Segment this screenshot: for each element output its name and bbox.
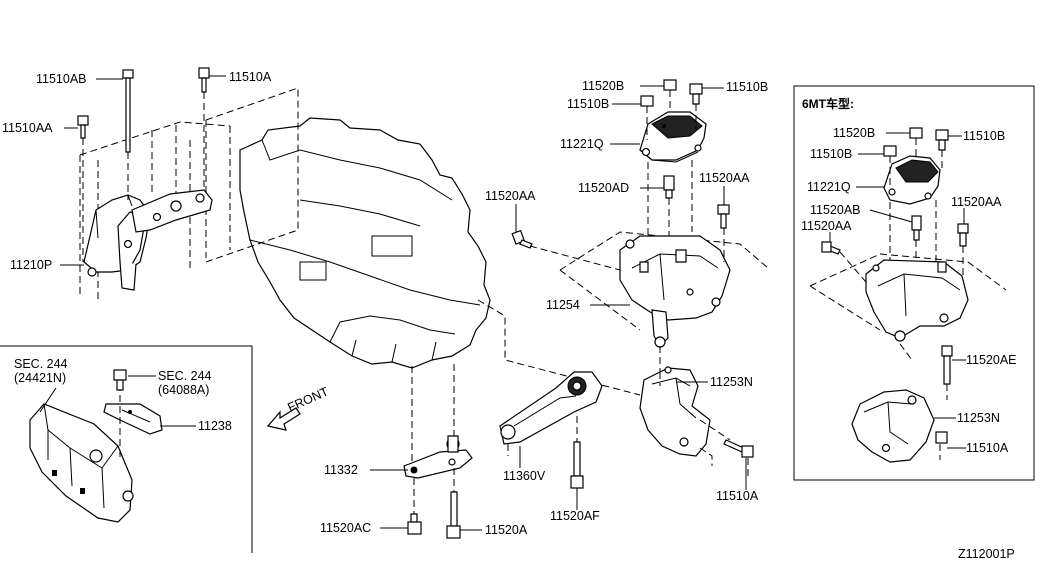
label-11520AD: 11520AD xyxy=(578,181,629,195)
front-label: FRONT xyxy=(286,384,331,414)
bolt-11520AA-right xyxy=(717,204,730,262)
r-label-11510A: 11510A xyxy=(966,441,1009,455)
bolt-11510AA xyxy=(77,115,89,262)
label-11210P: 11210P xyxy=(10,258,52,272)
sec-244-line3: SEC. 244 xyxy=(158,369,212,383)
r-label-11520AA-b: 11520AA xyxy=(951,195,1002,209)
label-11510B-b: 11510B xyxy=(726,80,768,94)
label-11510AA: 11510AA xyxy=(2,121,53,135)
label-11510B-a: 11510B xyxy=(567,97,609,111)
leader-lines xyxy=(60,75,966,531)
bracket-11332 xyxy=(403,364,473,514)
label-11332: 11332 xyxy=(324,463,358,477)
left-bracket-assembly xyxy=(79,120,231,300)
label-11238: 11238 xyxy=(198,419,232,433)
inset-sec244 xyxy=(0,345,253,553)
sec-244-line1: SEC. 244 xyxy=(14,357,68,371)
bolt-11510A-lower xyxy=(723,439,754,480)
torque-rod-11360V xyxy=(499,371,603,456)
bolt-11520AC xyxy=(407,513,422,535)
r-label-11520AA-a: 11520AA xyxy=(801,219,852,233)
bolt-11520AF xyxy=(570,416,584,489)
bolt-inset xyxy=(113,369,127,391)
bolt-11510AB xyxy=(122,69,134,200)
label-11520AA-a: 11520AA xyxy=(699,171,750,185)
r-label-11510B-b: 11510B xyxy=(963,129,1005,143)
label-11520AF: 11520AF xyxy=(550,509,600,523)
label-11510A-top: 11510A xyxy=(229,70,272,84)
label-11253N: 11253N xyxy=(710,375,753,389)
nut-11520B xyxy=(663,79,677,112)
insulator-11221Q xyxy=(639,111,707,163)
mount-11253N xyxy=(639,366,731,466)
r-label-11253N: 11253N xyxy=(957,411,1000,425)
r-label-11221Q: 11221Q xyxy=(807,180,851,194)
label-11221Q: 11221Q xyxy=(560,137,604,151)
bracket-11254 xyxy=(559,231,769,372)
r-label-11520B: 11520B xyxy=(833,126,875,140)
r-label-11510B-a: 11510B xyxy=(810,147,852,161)
diagram-id: Z112001P xyxy=(958,547,1015,561)
front-arrow: FRONT xyxy=(266,384,331,431)
inset-6mt xyxy=(793,85,1035,481)
sec-244-line4: (64088A) xyxy=(158,383,209,397)
label-11520B: 11520B xyxy=(582,79,624,93)
bolt-11520AA-left xyxy=(511,229,621,271)
bolt-11520A xyxy=(446,491,461,539)
label-11254: 11254 xyxy=(546,298,580,312)
bolt-11510B-left xyxy=(640,95,654,140)
inset-6mt-title: 6MT车型: xyxy=(802,96,854,111)
label-11520AA-b: 11520AA xyxy=(485,189,536,203)
r-label-11520AE: 11520AE xyxy=(966,353,1017,367)
bolt-11510B-right xyxy=(689,83,703,130)
r-label-11520AB: 11520AB xyxy=(810,203,861,217)
label-11510A-bottom: 11510A xyxy=(716,489,759,503)
label-11520AC: 11520AC xyxy=(320,521,371,535)
sec-244-line2: (24421N) xyxy=(14,371,66,385)
engine-block xyxy=(239,117,491,369)
bolt-11510A-top xyxy=(198,67,210,190)
label-11510AB: 11510AB xyxy=(36,72,87,86)
label-11520A: 11520A xyxy=(485,523,528,537)
label-11360V: 11360V xyxy=(503,469,546,483)
